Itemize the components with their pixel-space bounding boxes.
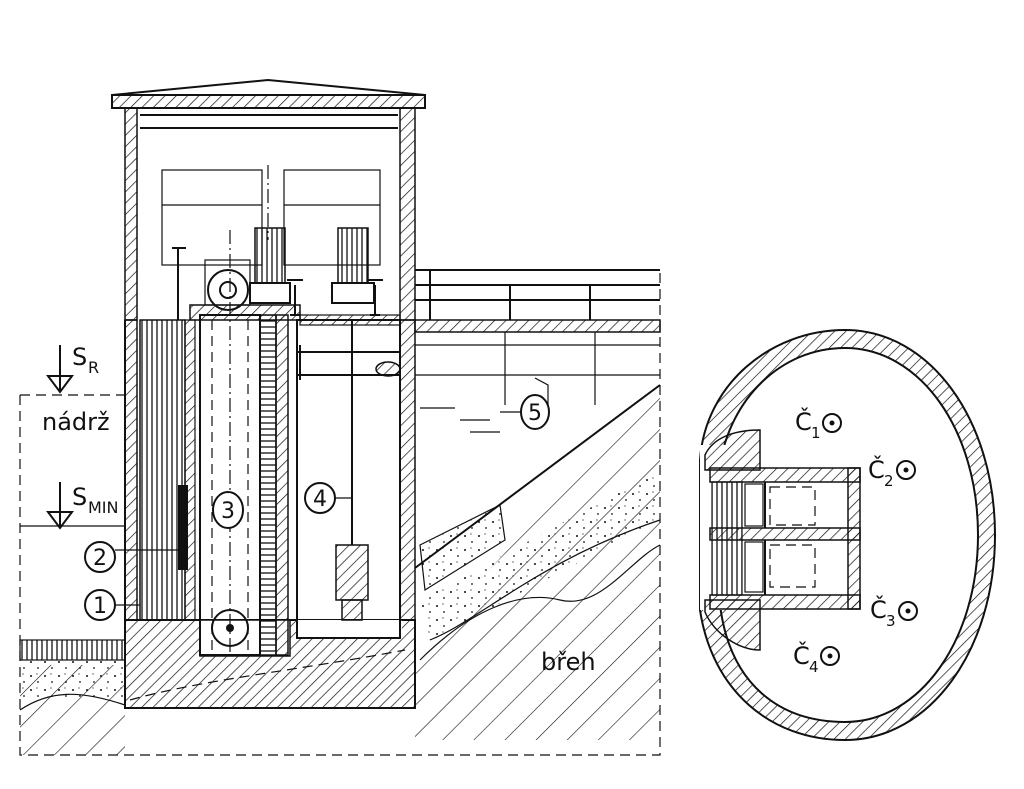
level-s-min: S MIN bbox=[46, 482, 119, 530]
trash-rack bbox=[139, 319, 186, 621]
svg-text:5: 5 bbox=[528, 401, 542, 426]
bank-label: břeh bbox=[541, 648, 596, 676]
hoist-motor bbox=[254, 227, 286, 284]
lower-pulley bbox=[211, 609, 249, 647]
shaft-3-top bbox=[189, 304, 301, 321]
svg-text:3: 3 bbox=[886, 612, 896, 630]
callout-4: 4 bbox=[304, 482, 352, 514]
lower-pulley-hub bbox=[226, 624, 234, 632]
shaft-3-right-wall bbox=[275, 314, 289, 656]
svg-text:Č: Č bbox=[795, 406, 812, 436]
house-wall-right bbox=[399, 107, 416, 321]
svg-text:4: 4 bbox=[313, 487, 327, 512]
bridge-railing bbox=[415, 269, 660, 320]
plan-lower-wall bbox=[704, 599, 761, 651]
well-4-weight bbox=[341, 599, 363, 621]
bank-gravel bbox=[420, 470, 660, 640]
valve-motor bbox=[337, 227, 369, 284]
svg-text:3: 3 bbox=[221, 499, 235, 524]
well-floor-cutout bbox=[297, 620, 402, 638]
gate-panel bbox=[178, 485, 188, 570]
plan-front-cap bbox=[704, 429, 761, 471]
upper-pulley-hub bbox=[219, 281, 237, 299]
tower-wall-left bbox=[124, 319, 138, 621]
svg-text:1: 1 bbox=[811, 424, 821, 442]
plan-view: Č 1 Č 2 Č 3 Č 4 bbox=[699, 328, 997, 742]
section-border bbox=[19, 272, 661, 756]
gate-guide bbox=[184, 319, 196, 621]
well-4-top bbox=[299, 314, 401, 326]
chamber-c3: Č 3 bbox=[870, 594, 918, 630]
plan-gate-slot-upper bbox=[744, 483, 764, 527]
level-s-r: S R bbox=[46, 343, 99, 394]
water-surface-right bbox=[420, 407, 500, 433]
reservoir-label: nádrž bbox=[42, 408, 110, 436]
tower-wall-right bbox=[399, 319, 416, 621]
house-window-left bbox=[161, 169, 263, 266]
plan-racks bbox=[711, 481, 743, 596]
bridge-girder bbox=[415, 332, 660, 405]
svg-text:Č: Č bbox=[868, 454, 885, 484]
crane-beam bbox=[140, 114, 398, 129]
intake-block-lower bbox=[709, 594, 861, 610]
plan-chamber-lower bbox=[769, 544, 816, 588]
plan-chamber-upper bbox=[769, 486, 816, 526]
bank-layer-curve-2 bbox=[419, 544, 661, 661]
cross-section: S R S MIN nádrž břeh 1 2 3 4 bbox=[19, 78, 661, 756]
bank-layer-curve-1 bbox=[429, 519, 661, 641]
handwheel-2 bbox=[367, 279, 383, 316]
chamber-c1: Č 1 bbox=[795, 406, 842, 442]
plan-gate-slot-lower bbox=[744, 541, 764, 593]
sill-bars bbox=[19, 639, 126, 661]
svg-text:MIN: MIN bbox=[88, 498, 119, 517]
callout-2: 2 bbox=[84, 541, 180, 573]
callout-5: 5 bbox=[500, 377, 550, 430]
hoist-base bbox=[249, 282, 291, 304]
chamber-c2: Č 2 bbox=[868, 454, 916, 490]
svg-text:S: S bbox=[72, 483, 87, 511]
intake-block-upper bbox=[709, 467, 861, 483]
house-wall-left bbox=[124, 107, 138, 321]
roof-peak bbox=[111, 78, 426, 96]
svg-text:S: S bbox=[72, 343, 87, 371]
outlet-valve bbox=[375, 361, 401, 377]
svg-text:2: 2 bbox=[884, 472, 894, 490]
svg-text:Č: Č bbox=[870, 594, 887, 624]
callout-3: 3 bbox=[212, 491, 244, 529]
roof-slab bbox=[111, 94, 426, 109]
post-left bbox=[172, 247, 186, 320]
river-bed-gravel bbox=[20, 660, 125, 700]
valve-base bbox=[331, 282, 375, 304]
well-4-float bbox=[335, 544, 369, 601]
ground-left-curve bbox=[19, 693, 126, 711]
svg-text:2: 2 bbox=[93, 546, 107, 571]
upper-pulley bbox=[207, 269, 249, 311]
bridge-deck bbox=[414, 319, 661, 333]
svg-text:Č: Č bbox=[793, 640, 810, 670]
riprap bbox=[419, 504, 506, 592]
ladder bbox=[259, 314, 277, 656]
plan-outer-wall bbox=[699, 328, 997, 742]
callout-1: 1 bbox=[84, 589, 140, 621]
chamber-c4: Č 4 bbox=[793, 640, 840, 676]
house-window-right bbox=[283, 169, 381, 266]
svg-text:4: 4 bbox=[809, 658, 819, 676]
intake-block-back bbox=[847, 467, 861, 610]
svg-text:R: R bbox=[88, 358, 99, 377]
svg-text:1: 1 bbox=[93, 594, 107, 619]
